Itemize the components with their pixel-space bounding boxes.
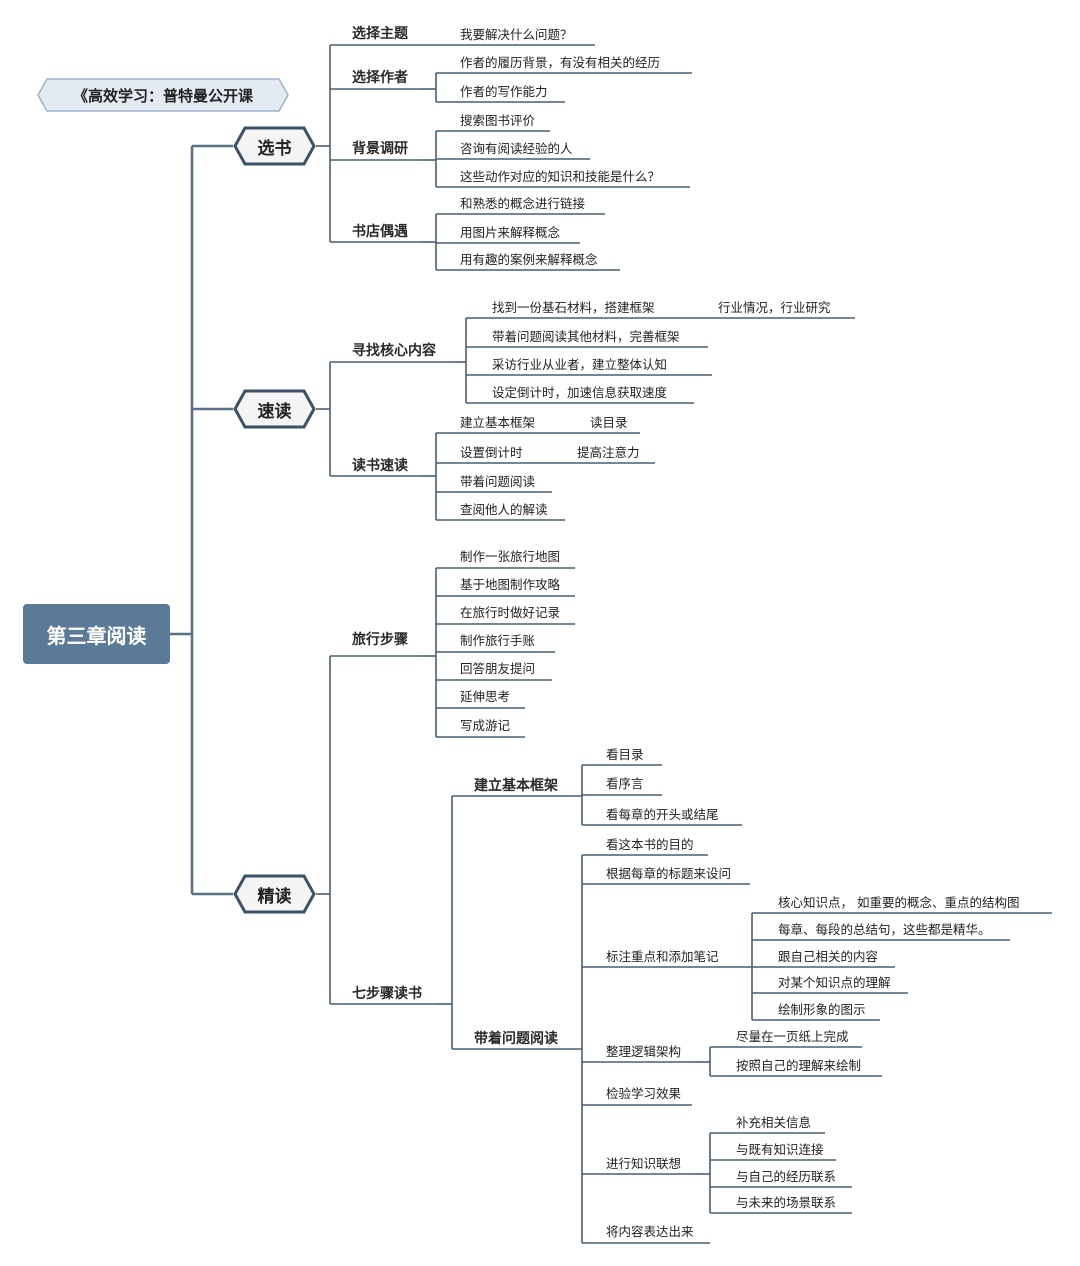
node-daizhe-wenti[interactable]: 带着问题阅读	[474, 1031, 558, 1047]
leaf[interactable]: 每章、每段的总结句，这些都是精华。	[778, 922, 991, 937]
leaf[interactable]: 带着问题阅读	[460, 474, 536, 489]
leaf-note[interactable]: 行业情况，行业研究	[718, 300, 831, 315]
branch-jingdu-label: 精读	[257, 886, 292, 907]
leaf[interactable]: 尽量在一页纸上完成	[736, 1029, 849, 1044]
leaf[interactable]: 设定倒计时，加速信息获取速度	[492, 385, 668, 400]
leaf[interactable]: 作者的履历背景，有没有相关的经历	[460, 55, 661, 70]
leaf[interactable]: 这些动作对应的知识和技能是什么？	[460, 169, 661, 184]
leaf[interactable]: 制作一张旅行地图	[460, 549, 561, 564]
leaf-note[interactable]: 提高注意力	[577, 445, 640, 460]
leaf[interactable]: 核心知识点， 如重要的概念、重点的结构图	[778, 895, 1020, 910]
leaf[interactable]: 将内容表达出来	[606, 1224, 694, 1239]
leaf[interactable]: 补充相关信息	[736, 1115, 812, 1130]
leaf[interactable]: 跟自己相关的内容	[778, 949, 879, 964]
leaf-note[interactable]: 读目录	[590, 415, 628, 430]
node-lianxiang[interactable]: 进行知识联想	[606, 1156, 682, 1171]
node-xuanze-zuozhe[interactable]: 选择作者	[352, 70, 408, 86]
branch-xuanshu-label: 选书	[257, 138, 292, 159]
root-node[interactable]: 第三章阅读	[23, 604, 170, 664]
leaf[interactable]: 与未来的场景联系	[736, 1195, 837, 1210]
leaf[interactable]: 看这本书的目的	[606, 837, 694, 852]
banner-text: 《高效学习：普特曼公开课	[72, 86, 253, 105]
branch-jingdu-shape	[233, 874, 316, 914]
leaf[interactable]: 延伸思考	[460, 689, 511, 704]
node-zhengli[interactable]: 整理逻辑架构	[606, 1044, 682, 1059]
node-shudian-ouyu[interactable]: 书店偶遇	[352, 224, 408, 240]
branch-sudu[interactable]: 速读	[233, 389, 316, 429]
leaf[interactable]: 与自己的经历联系	[736, 1169, 837, 1184]
leaf[interactable]: 采访行业从业者，建立整体认知	[492, 357, 668, 372]
leaf[interactable]: 回答朋友提问	[460, 661, 536, 676]
leaf[interactable]: 建立基本框架	[460, 415, 536, 430]
node-biaozhu[interactable]: 标注重点和添加笔记	[606, 949, 719, 964]
node-beijing-diaoyan[interactable]: 背景调研	[352, 141, 408, 157]
leaf[interactable]: 看序言	[606, 776, 644, 791]
node-lvxing-buzhou[interactable]: 旅行步骤	[352, 632, 408, 648]
leaf[interactable]: 和熟悉的概念进行链接	[460, 196, 586, 211]
leaf[interactable]: 按照自己的理解来绘制	[736, 1058, 862, 1073]
node-dushu-sudu[interactable]: 读书速读	[352, 458, 408, 474]
leaf[interactable]: 设置倒计时	[460, 445, 523, 460]
leaf[interactable]: 咨询有阅读经验的人	[460, 141, 573, 156]
book-title-banner: 《高效学习：普特曼公开课	[37, 78, 289, 112]
leaf[interactable]: 与既有知识连接	[736, 1142, 824, 1157]
leaf[interactable]: 对某个知识点的理解	[778, 975, 891, 990]
leaf[interactable]: 带着问题阅读其他材料，完善框架	[492, 329, 680, 344]
leaf[interactable]: 制作旅行手账	[460, 633, 536, 648]
node-xuanze-zhuti[interactable]: 选择主题	[352, 26, 408, 42]
leaf[interactable]: 绘制形象的图示	[778, 1002, 866, 1017]
leaf[interactable]: 看目录	[606, 747, 644, 762]
leaf[interactable]: 用有趣的案例来解释概念	[460, 252, 598, 267]
branch-jingdu[interactable]: 精读	[233, 874, 316, 914]
leaf[interactable]: 看每章的开头或结尾	[606, 807, 719, 822]
branch-sudu-shape	[233, 389, 316, 429]
node-xunzhao-hexin[interactable]: 寻找核心内容	[352, 343, 436, 359]
leaf[interactable]: 根据每章的标题来设问	[606, 866, 732, 881]
node-jianli-kuangjia[interactable]: 建立基本框架	[474, 778, 558, 794]
leaf[interactable]: 作者的写作能力	[460, 84, 548, 99]
leaf[interactable]: 查阅他人的解读	[460, 502, 548, 517]
leaf[interactable]: 搜索图书评价	[460, 113, 536, 128]
leaf[interactable]: 用图片来解释概念	[460, 225, 561, 240]
leaf[interactable]: 找到一份基石材料，搭建框架	[492, 300, 655, 315]
leaf[interactable]: 我要解决什么问题？	[460, 27, 573, 42]
node-qibu-dushu[interactable]: 七步骤读书	[352, 986, 422, 1002]
leaf[interactable]: 在旅行时做好记录	[460, 605, 561, 620]
banner-shape	[37, 78, 289, 112]
branch-sudu-label: 速读	[257, 401, 292, 422]
branch-xuanshu[interactable]: 选书	[233, 126, 316, 166]
leaf[interactable]: 检验学习效果	[606, 1086, 682, 1101]
leaf[interactable]: 基于地图制作攻略	[460, 577, 561, 592]
branch-xuanshu-shape	[233, 126, 316, 166]
leaf[interactable]: 写成游记	[460, 718, 511, 733]
